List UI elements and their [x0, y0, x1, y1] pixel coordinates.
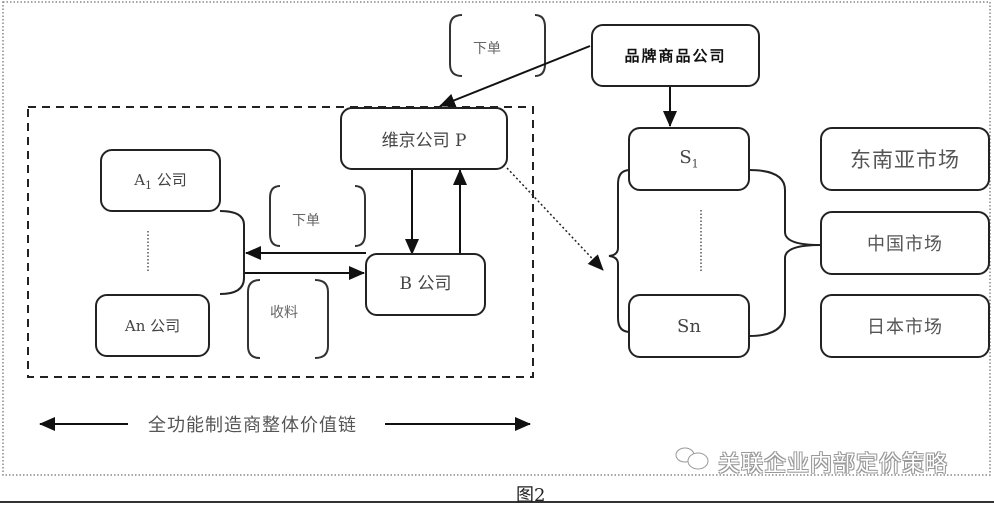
arrow-brand-to-weijing: [439, 45, 591, 107]
a1-company-node: A1 公司: [100, 149, 221, 212]
receive-bracket-left: [247, 279, 261, 359]
order-top-label: 下单: [473, 41, 501, 57]
an-company-label: An 公司: [124, 317, 181, 335]
order-top-bracket-left: [449, 14, 463, 77]
market-label: 中国市场: [867, 234, 943, 255]
order-mid-label: 下单: [292, 213, 320, 229]
weijing-p-node: 维京公司 P: [340, 107, 508, 170]
outer-frame: [2, 1, 991, 476]
weijing-p-label: 维京公司 P: [381, 131, 467, 151]
a-companies-brace: [219, 210, 245, 295]
market-china: 中国市场: [820, 211, 990, 275]
arrow-weijing-to-s-group: [506, 167, 604, 271]
figure-caption: 图2: [516, 485, 546, 506]
wechat-icon: [675, 447, 709, 470]
b-company-node: B 公司: [365, 253, 486, 316]
an-company-node: An 公司: [95, 294, 210, 357]
sn-company-label: Sn: [677, 315, 701, 337]
market-label: 日本市场: [867, 317, 943, 338]
market-label: 东南亚市场: [850, 148, 960, 172]
s1-company-label: S1: [679, 147, 699, 171]
receive-label: 收料: [270, 305, 298, 321]
receive-bracket-right: [314, 279, 329, 359]
s1-company-node: S1: [628, 127, 750, 191]
order-mid-bracket-right: [354, 185, 366, 247]
brand-company-node: 品牌商品公司: [591, 24, 760, 87]
sn-company-node: Sn: [628, 294, 750, 358]
value-chain-label: 全功能制造商整体价值链: [148, 415, 357, 436]
order-mid-bracket-left: [269, 185, 281, 247]
b-company-label: B 公司: [399, 274, 452, 294]
market-japan: 日本市场: [820, 294, 990, 358]
brand-company-label: 品牌商品公司: [624, 47, 727, 65]
value-chain-boundary: [27, 106, 534, 378]
s-group-right-brace: [748, 169, 821, 337]
s-group-left-brace: [608, 169, 631, 333]
a1-company-label: A1 公司: [134, 171, 187, 192]
market-southeast-asia: 东南亚市场: [820, 127, 990, 191]
watermark-text: 关联企业内部定价策略: [718, 452, 949, 477]
order-top-bracket-right: [534, 14, 546, 77]
